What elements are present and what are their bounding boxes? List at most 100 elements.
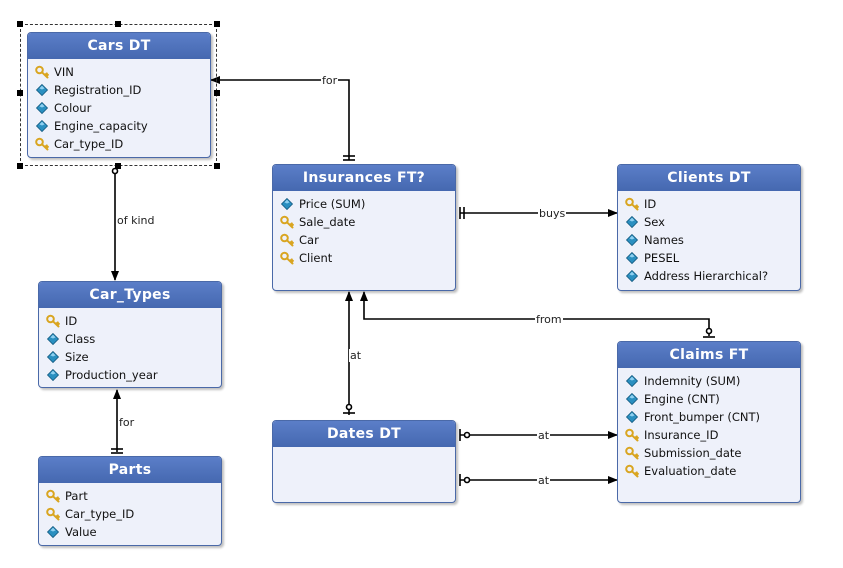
entity-title: Insurances FT? [273,165,455,191]
attribute-row[interactable]: VIN [28,63,210,81]
key-icon [46,507,60,521]
attribute-name: Engine_capacity [54,119,148,133]
attribute-name: Address Hierarchical? [644,269,769,283]
attribute-name: Registration_ID [54,83,142,97]
diamond-icon [625,233,639,247]
attribute-name: Sex [644,215,665,229]
resize-handle-nw[interactable] [17,21,23,27]
attribute-row[interactable]: ID [618,195,800,213]
resize-handle-s[interactable] [115,163,121,169]
label-dates-claims-1: at [537,429,551,442]
attribute-row[interactable]: Price (SUM) [273,195,455,213]
diamond-icon [625,410,639,424]
attribute-name: Submission_date [644,446,742,460]
attribute-name: VIN [54,65,74,79]
attribute-row[interactable]: Registration_ID [28,81,210,99]
label-insurances-cars: for [321,74,339,87]
attribute-row[interactable]: Indemnity (SUM) [618,372,800,390]
attribute-name: Value [65,525,97,539]
key-icon [625,428,639,442]
attribute-row[interactable]: Colour [28,99,210,117]
attribute-row[interactable]: Client [273,249,455,267]
resize-handle-sw[interactable] [17,163,23,169]
attribute-name: Client [299,251,333,265]
key-icon [625,197,639,211]
attribute-name: Sale_date [299,215,356,229]
key-icon [46,489,60,503]
diamond-icon [625,251,639,265]
attribute-name: Evaluation_date [644,464,737,478]
attribute-name: ID [65,314,78,328]
entity-title: Car_Types [39,282,221,308]
attribute-name: Size [65,350,89,364]
diamond-icon [35,83,49,97]
attribute-name: Car_type_ID [54,137,124,151]
label-dates-claims-2: at [537,474,551,487]
diamond-icon [35,119,49,133]
diamond-icon [46,350,60,364]
attribute-row[interactable]: Size [39,348,221,366]
attribute-row[interactable]: Engine (CNT) [618,390,800,408]
diamond-icon [46,368,60,382]
attribute-row[interactable]: Insurance_ID [618,426,800,444]
attribute-row[interactable]: Car [273,231,455,249]
attribute-name: Insurance_ID [644,428,719,442]
entity-dates[interactable]: Dates DT [272,420,456,503]
attribute-row[interactable]: Sex [618,213,800,231]
attribute-row[interactable]: Car_type_ID [28,135,210,153]
attribute-name: Engine (CNT) [644,392,720,406]
diamond-icon [35,101,49,115]
attribute-name: Price (SUM) [299,197,366,211]
diamond-icon [280,197,294,211]
label-parts-cartypes: for [118,416,136,429]
attribute-name: ID [644,197,657,211]
resize-handle-w[interactable] [17,90,23,96]
connector-insurances-cars [210,76,350,160]
attribute-name: Front_bumper (CNT) [644,410,761,424]
entity-title: Clients DT [618,165,800,191]
entity-claims[interactable]: Claims FT Indemnity (SUM)Engine (CNT)Fro… [617,341,801,503]
key-icon [280,251,294,265]
attribute-row[interactable]: ID [39,312,221,330]
attribute-row[interactable]: Car_type_ID [39,505,221,523]
attribute-row[interactable]: Front_bumper (CNT) [618,408,800,426]
diamond-icon [625,215,639,229]
resize-handle-ne[interactable] [214,21,220,27]
attribute-name: PESEL [644,251,680,265]
attribute-name: Part [65,489,88,503]
attribute-row[interactable]: Production_year [39,366,221,384]
diamond-icon [46,332,60,346]
resize-handle-e[interactable] [214,90,220,96]
attribute-name: Indemnity (SUM) [644,374,741,388]
attribute-row[interactable]: Value [39,523,221,541]
resize-handle-n[interactable] [115,21,121,27]
label-cars-cartypes: of kind [116,214,156,227]
attribute-row[interactable]: Part [39,487,221,505]
attribute-row[interactable]: Submission_date [618,444,800,462]
entity-title: Dates DT [273,421,455,447]
attribute-name: Colour [54,101,92,115]
attribute-row[interactable]: Sale_date [273,213,455,231]
selection-frame[interactable] [17,21,220,169]
attribute-row[interactable]: Address Hierarchical? [618,267,800,285]
attribute-row[interactable]: Class [39,330,221,348]
attribute-row[interactable]: Names [618,231,800,249]
attribute-row[interactable]: PESEL [618,249,800,267]
resize-handle-se[interactable] [214,163,220,169]
diamond-icon [46,525,60,539]
attribute-name: Class [65,332,96,346]
attribute-name: Names [644,233,684,247]
attribute-row[interactable]: Evaluation_date [618,462,800,480]
key-icon [280,215,294,229]
entity-title: Cars DT [28,33,210,59]
attribute-name: Car_type_ID [65,507,135,521]
attribute-name: Car [299,233,319,247]
attribute-row[interactable]: Engine_capacity [28,117,210,135]
key-icon [625,446,639,460]
key-icon [35,65,49,79]
